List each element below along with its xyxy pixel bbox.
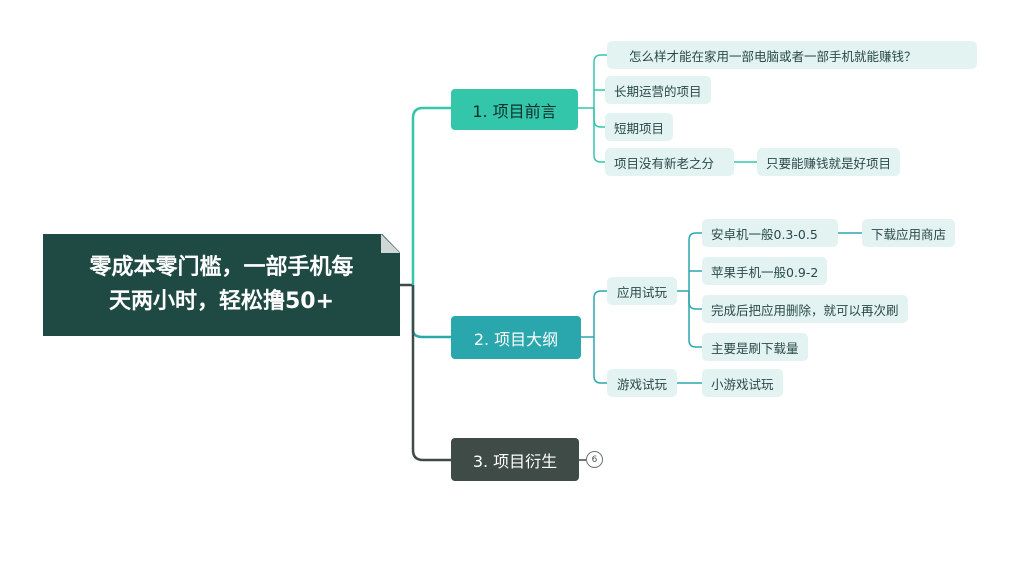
connectors-branch2-children <box>581 232 862 384</box>
branch-project-outline[interactable]: 2. 项目大纲 <box>451 316 581 359</box>
leaf-delete-and-repeat[interactable]: 完成后把应用删除，就可以再次刷 <box>702 295 908 323</box>
leaf-good-project[interactable]: 只要能赚钱就是好项目 <box>757 148 901 176</box>
connector-branch3 <box>411 285 451 462</box>
leaf-long-term-project[interactable]: 长期运营的项目 <box>605 76 711 104</box>
group-app-trial[interactable]: 应用试玩 <box>607 277 677 305</box>
leaf-android-price[interactable]: 安卓机一般0.3-0.5 <box>702 219 838 247</box>
root-topic-line1: 零成本零门槛，一部手机每 <box>89 255 354 280</box>
expand-collapsed-button[interactable]: 6 <box>586 451 603 468</box>
leaf-intro-question[interactable]: 怎么样才能在家用一部电脑或者一部手机就能赚钱？ <box>607 41 977 69</box>
leaf-mini-game[interactable]: 小游戏试玩 <box>702 369 783 397</box>
leaf-download-store[interactable]: 下载应用商店 <box>862 219 956 247</box>
root-topic[interactable]: 零成本零门槛，一部手机每 天两小时，轻松撸50+ <box>43 234 400 336</box>
branch-project-intro[interactable]: 1. 项目前言 <box>451 89 578 130</box>
connectors-branch1-children <box>578 54 757 163</box>
connector-branch2 <box>411 285 451 339</box>
root-topic-line2: 天两小时，轻松撸50+ <box>108 289 335 314</box>
leaf-no-old-new[interactable]: 项目没有新老之分 <box>605 148 734 176</box>
leaf-short-term-project[interactable]: 短期项目 <box>605 113 674 141</box>
connector-branch1 <box>411 106 451 285</box>
leaf-download-volume[interactable]: 主要是刷下载量 <box>702 333 808 361</box>
group-game-trial[interactable]: 游戏试玩 <box>607 369 677 397</box>
branch-project-derivative[interactable]: 3. 项目衍生 <box>451 438 579 481</box>
leaf-iphone-price[interactable]: 苹果手机一般0.9-2 <box>702 257 828 285</box>
